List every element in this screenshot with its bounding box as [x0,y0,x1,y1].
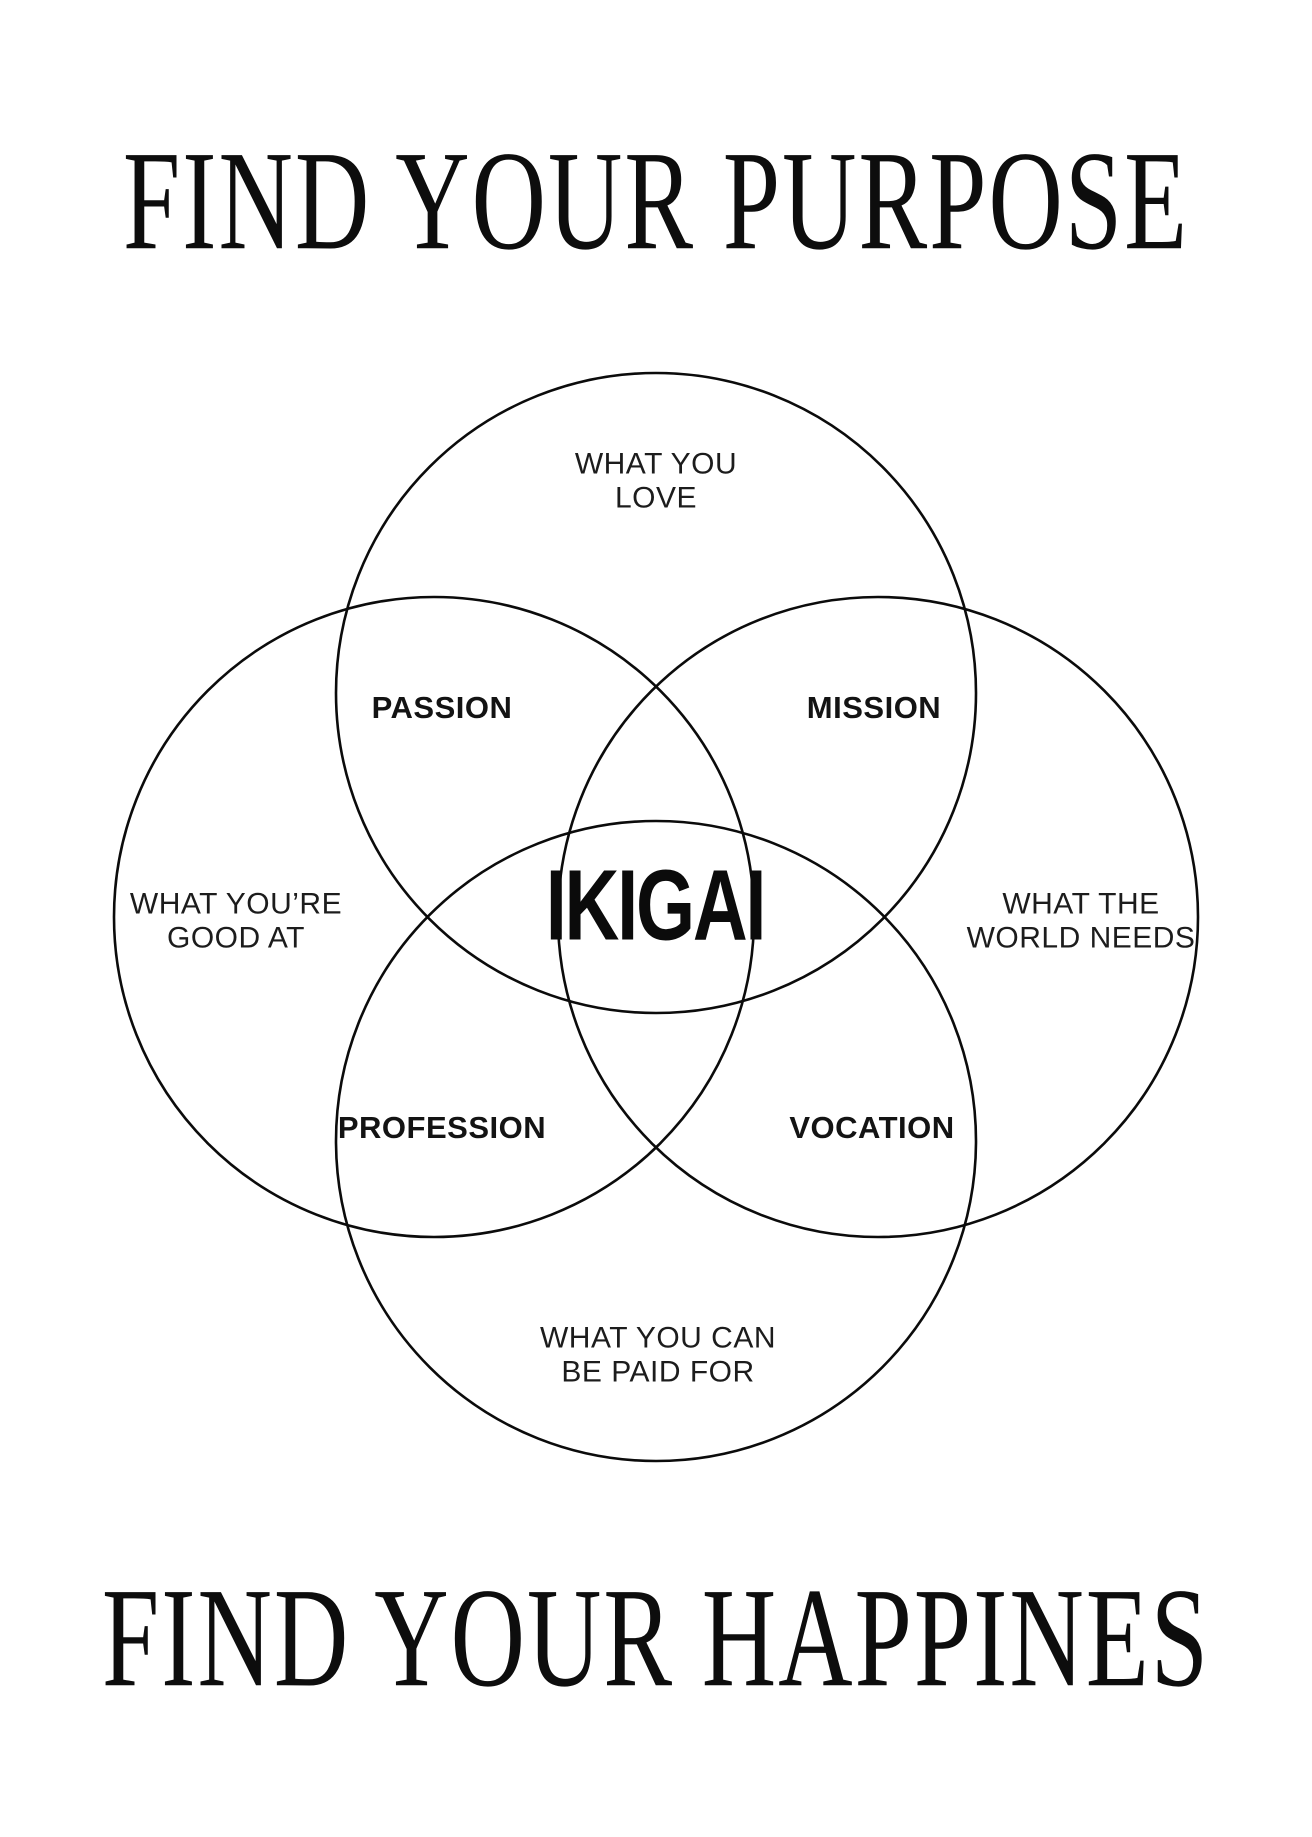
circle-what-you-can-be-paid-for [334,819,978,1463]
label-line: WORLD NEEDS [966,921,1196,954]
label-line: WHAT YOU CAN [539,1321,777,1355]
label-line: LOVE [614,481,698,514]
circle-what-the-world-needs [556,595,1200,1239]
label-line: WHAT YOU [574,447,738,481]
label-line: BE PAID FOR [561,1355,755,1388]
label-what-you-can-be-paid-for: WHAT YOU CAN BE PAID FOR [540,1321,776,1388]
label-ikigai: IKIGAI [545,849,767,962]
poster-title-bottom: FIND YOUR HAPPINES [101,1559,1211,1717]
label-mission: MISSION [806,690,942,725]
label-what-the-world-needs: WHAT THE WORLD NEEDS [967,887,1196,954]
poster-title-top: FIND YOUR PURPOSE [122,122,1190,280]
label-passion: PASSION [371,690,513,725]
label-what-youre-good-at: WHAT YOU’RE GOOD AT [130,887,342,954]
label-line: GOOD AT [167,921,305,954]
label-vocation: VOCATION [789,1110,955,1145]
label-what-you-love: WHAT YOU LOVE [575,447,737,514]
label-profession: PROFESSION [337,1110,547,1145]
label-line: WHAT THE [1002,887,1160,921]
label-line: WHAT YOU’RE [129,887,343,921]
circle-what-youre-good-at [112,595,756,1239]
circle-what-you-love [334,371,978,1015]
